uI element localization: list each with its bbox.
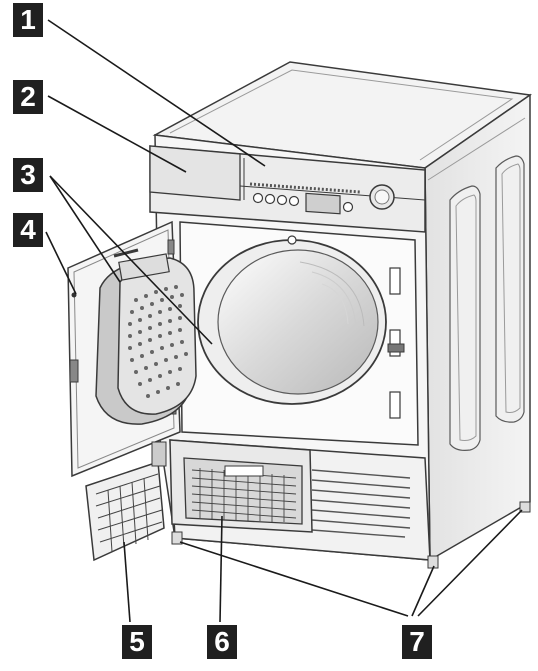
callout-badge-7: 7 [402,625,432,659]
water-container-drawer [150,146,240,200]
callout-badge-6: 6 [207,625,237,659]
callout-badge-1: 1 [13,3,43,37]
callout-badge-5: 5 [122,625,152,659]
callout-badge-3: 3 [13,158,43,192]
foot-front-right [428,556,438,568]
callout-badge-2: 2 [13,80,43,114]
callout-badge-4: 4 [13,213,43,247]
